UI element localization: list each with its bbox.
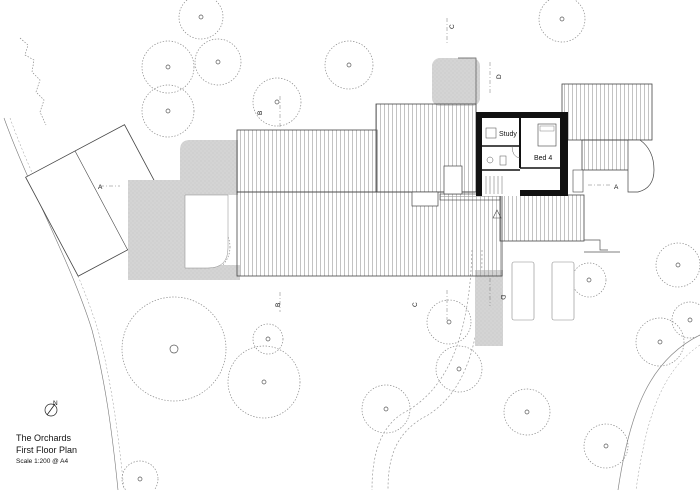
tree	[583, 423, 629, 469]
gravel-drive-strip	[475, 270, 503, 346]
terrace-south-strip	[128, 265, 240, 280]
section-mark-d-bottom: D	[499, 295, 506, 300]
gate	[458, 57, 477, 112]
tree	[141, 40, 195, 94]
project-title: The Orchards	[16, 433, 72, 443]
room-label-study: Study	[499, 131, 517, 138]
tree	[121, 460, 159, 490]
tree	[121, 296, 227, 402]
tree	[178, 0, 224, 40]
roof-east-wing	[561, 83, 653, 141]
site-boundary-north	[19, 37, 47, 126]
lane-edge	[635, 344, 700, 490]
basin	[486, 156, 494, 164]
tree	[252, 77, 302, 127]
external-wall	[520, 190, 568, 196]
section-mark-c-bottom: C	[412, 302, 419, 307]
section-mark-a-right: A	[614, 184, 619, 191]
external-wall	[476, 170, 482, 196]
desk	[485, 127, 497, 139]
section-mark-b-top: B	[257, 111, 264, 115]
lane-edge	[617, 334, 700, 490]
drawing-title: First Floor Plan	[16, 445, 78, 455]
tree	[435, 345, 483, 393]
first-floor-rooms	[476, 112, 568, 196]
stair	[485, 176, 503, 194]
rooflight	[443, 165, 463, 195]
rooflight	[411, 191, 439, 207]
courtyard-lawn	[184, 194, 229, 269]
roof-south-wing	[236, 191, 503, 277]
north-arrow: N	[44, 400, 58, 417]
section-mark-c-top: C	[449, 24, 456, 29]
roof-east-link	[499, 194, 585, 242]
section-lines	[100, 18, 612, 320]
wc	[499, 155, 507, 166]
roof-east-porch	[439, 193, 501, 201]
roof-north-wing	[236, 129, 378, 193]
north-arrow-circle	[44, 403, 58, 417]
tree	[361, 384, 411, 434]
trees	[121, 0, 700, 490]
tree	[538, 0, 586, 43]
tree	[671, 301, 700, 339]
parking-bay	[511, 261, 535, 321]
parking-bay	[551, 261, 575, 321]
room-label-bed4: Bed 4	[534, 155, 552, 162]
pillow	[539, 125, 555, 132]
tree	[571, 262, 607, 298]
tree	[655, 242, 700, 288]
rooflight-triangle	[492, 209, 502, 219]
wall-line	[584, 239, 608, 251]
tree	[227, 345, 301, 419]
tree	[141, 84, 195, 138]
tree	[252, 323, 284, 355]
section-mark-a-left: A	[98, 184, 103, 191]
roof-east-low	[581, 139, 633, 171]
title-block: The Orchards First Floor Plan Scale 1:20…	[16, 432, 77, 467]
bay-window	[627, 139, 655, 193]
door-swing	[511, 145, 521, 159]
north-arrow-needle	[46, 403, 56, 416]
driveway-edge	[387, 249, 483, 490]
chimney	[572, 169, 584, 193]
tree	[324, 40, 374, 90]
gravel-east-top	[432, 58, 480, 106]
tree	[426, 299, 472, 345]
tree	[635, 317, 685, 367]
terrace-north	[180, 140, 238, 195]
tree	[194, 38, 242, 86]
terrace-west	[128, 180, 185, 265]
section-mark-b-bottom: B	[275, 303, 282, 307]
driveway-edge	[371, 249, 473, 490]
north-label: N	[53, 400, 58, 407]
section-mark-d-top: D	[496, 74, 503, 79]
drawing-scale: Scale 1:200 @ A4	[16, 458, 69, 465]
tree	[503, 388, 551, 436]
